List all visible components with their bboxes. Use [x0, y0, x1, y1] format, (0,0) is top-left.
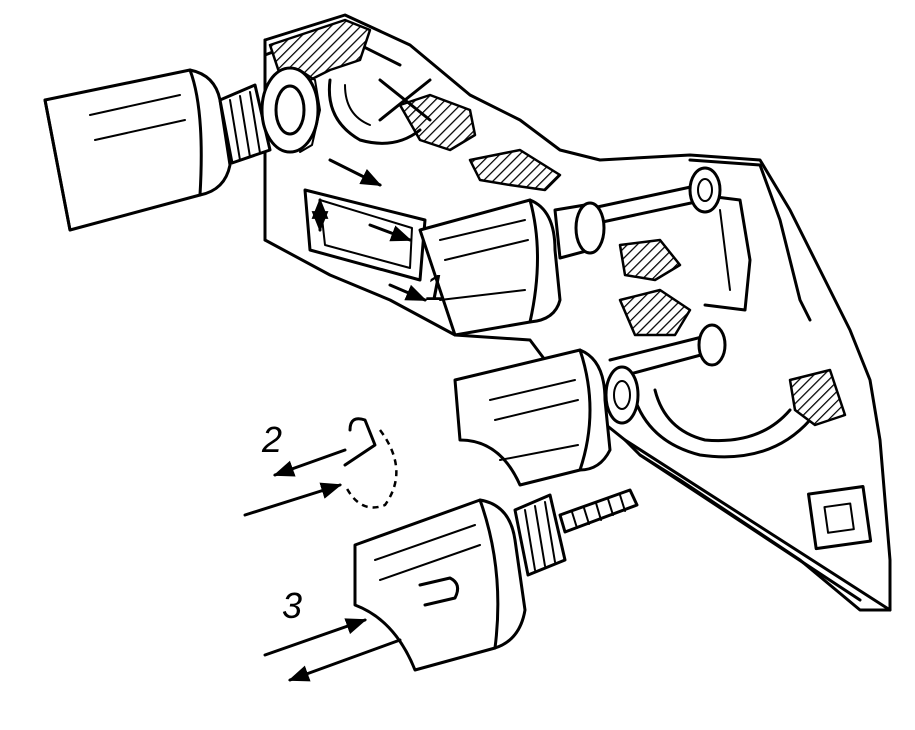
- upper-nut: [218, 66, 321, 165]
- step-2-arrows: [243, 417, 398, 517]
- tool-lower-socket: [453, 348, 640, 487]
- tool-bottom-socket: [353, 488, 639, 672]
- tool-middle-socket: [418, 198, 606, 337]
- step-label-2: 2: [261, 419, 282, 460]
- step-label-1: 1: [425, 267, 445, 308]
- step-3-arrows: [263, 618, 402, 682]
- step-label-3: 3: [282, 585, 302, 626]
- lower-rod: [608, 323, 727, 380]
- tool-upper-left: [43, 66, 321, 232]
- step-1-arrows: [311, 158, 427, 302]
